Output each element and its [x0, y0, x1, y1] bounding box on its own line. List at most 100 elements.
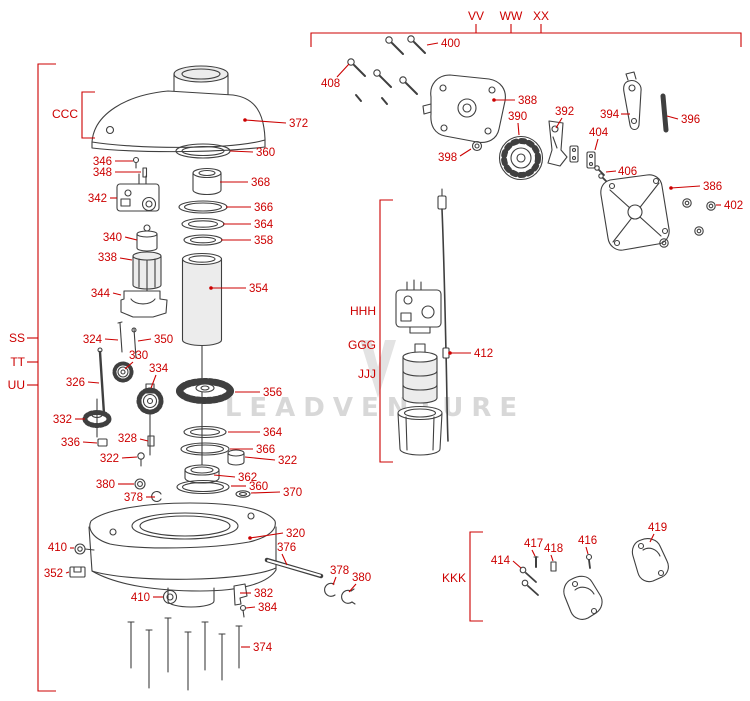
callout-line-328 — [139, 438, 149, 442]
callout-378: 378 — [330, 565, 349, 577]
screws-400 — [385, 35, 426, 55]
callout-344: 344 — [91, 288, 111, 300]
callout-410: 410 — [131, 592, 150, 604]
callout-line-416 — [585, 546, 589, 555]
callout-334: 334 — [149, 363, 169, 375]
callout-419: 419 — [648, 522, 667, 534]
callout-380: 380 — [352, 572, 371, 584]
mount-bracket-344 — [120, 290, 168, 318]
callout-330: 330 — [129, 350, 148, 362]
o-ring-360-mid — [176, 479, 230, 495]
nuts-402 — [659, 198, 716, 248]
pin-417 — [533, 556, 539, 568]
callout-354: 354 — [249, 283, 269, 295]
callout-line-404 — [594, 138, 599, 151]
drive-shaft-326 — [97, 347, 106, 416]
callout-line-324 — [104, 338, 119, 341]
callout-line-326 — [87, 381, 100, 384]
callout-394: 394 — [600, 109, 620, 121]
callout-352: 352 — [44, 568, 63, 580]
callout-358: 358 — [254, 235, 273, 247]
callout-line-360 — [229, 150, 254, 153]
callout-line-417 — [531, 549, 536, 557]
callout-line-400 — [426, 42, 439, 46]
watermark-logo-icon — [360, 340, 396, 398]
side-plate-388 — [422, 74, 506, 143]
callout-336: 336 — [61, 437, 80, 449]
callout-line-344 — [112, 292, 122, 296]
group-label-JJJ: JJJ — [358, 367, 376, 381]
screws-408 — [347, 58, 418, 105]
screw-384 — [239, 604, 247, 618]
callout-406: 406 — [618, 166, 637, 178]
callout-line-370 — [250, 491, 281, 494]
pin-396 — [660, 93, 669, 133]
callout-line-414 — [512, 560, 522, 569]
callout-364: 364 — [254, 219, 274, 231]
bracket-kkk-group — [469, 531, 483, 622]
group-label-HHH: HHH — [350, 304, 376, 318]
clamp-419-right — [631, 538, 669, 583]
group-label-VV: VV — [468, 9, 484, 23]
callout-dot-386 — [669, 186, 673, 190]
callout-line-386 — [670, 185, 701, 189]
callout-404: 404 — [589, 127, 609, 139]
impeller-390 — [498, 135, 544, 181]
gear-330 — [112, 361, 134, 383]
callout-line-336 — [82, 441, 98, 444]
callout-418: 418 — [544, 543, 563, 555]
callout-368: 368 — [251, 177, 270, 189]
nut-336 — [97, 438, 108, 447]
callout-378: 378 — [124, 492, 143, 504]
callout-376: 376 — [277, 542, 296, 554]
motor-ggg — [402, 343, 438, 404]
callout-350: 350 — [154, 334, 173, 346]
callout-392: 392 — [555, 106, 574, 118]
callout-390: 390 — [508, 111, 527, 123]
callout-388: 388 — [518, 95, 537, 107]
washer-370 — [235, 490, 251, 498]
callout-396: 396 — [681, 114, 700, 126]
callout-dot-412 — [448, 351, 452, 355]
callout-346: 346 — [93, 156, 112, 168]
callout-line-376 — [281, 553, 288, 566]
callout-line-384 — [245, 606, 256, 609]
pinion-gear-332 — [82, 398, 112, 438]
callout-line-380 — [348, 583, 357, 593]
callout-414: 414 — [491, 555, 511, 567]
callout-line-352 — [65, 571, 70, 574]
side-plate-386 — [600, 174, 670, 251]
callout-line-322 — [121, 456, 138, 459]
callout-line-334 — [150, 374, 157, 389]
clip-352 — [69, 566, 86, 578]
o-ring-366-top — [178, 200, 228, 214]
group-label-SS: SS — [9, 331, 25, 345]
callout-line-396 — [666, 115, 679, 120]
nut-398 — [471, 140, 483, 152]
callout-line-418 — [550, 554, 554, 562]
main-gear-356 — [175, 378, 235, 404]
screw-346 — [132, 156, 140, 169]
callout-line-320 — [249, 532, 284, 539]
callout-382: 382 — [254, 588, 273, 600]
callout-line-340 — [124, 236, 138, 241]
callout-line-330 — [124, 361, 134, 370]
callout-380: 380 — [96, 479, 115, 491]
washer-364-top — [181, 217, 225, 231]
group-label-GGG: GGG — [348, 338, 376, 352]
bracket-hhh-group — [379, 199, 393, 463]
callout-line-362 — [213, 474, 236, 478]
callout-374: 374 — [253, 642, 273, 654]
callout-356: 356 — [263, 387, 282, 399]
group-label-TT: TT — [10, 355, 25, 369]
callout-362: 362 — [238, 472, 257, 484]
callout-dot-320 — [248, 536, 252, 540]
callout-line-390 — [517, 122, 520, 136]
brackets-404 — [569, 145, 596, 169]
callout-320: 320 — [286, 528, 305, 540]
control-module-342 — [116, 173, 160, 212]
callout-322: 322 — [100, 453, 119, 465]
callout-370: 370 — [283, 487, 302, 499]
